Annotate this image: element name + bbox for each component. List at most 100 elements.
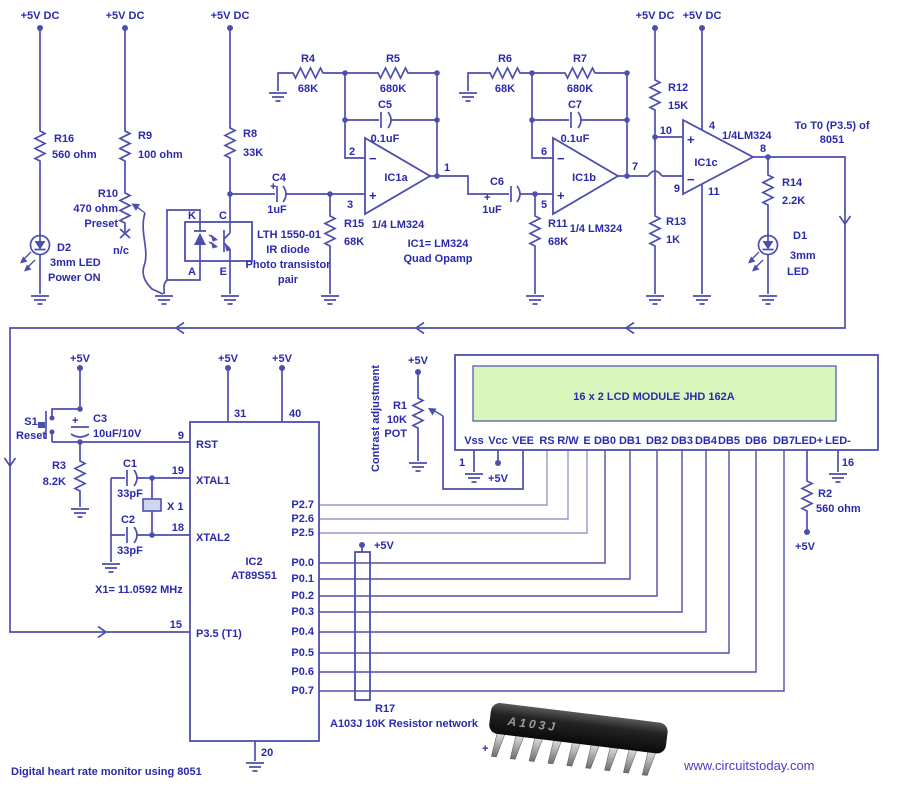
signal-arrow-left-2	[414, 321, 425, 335]
r14-ref: R14	[782, 177, 803, 189]
r10-note: Preset	[84, 218, 118, 230]
to-t0-line2: 8051	[820, 134, 844, 146]
c3-polarity: +	[72, 415, 78, 427]
mcu-port-p0-2: P0.2	[291, 590, 314, 602]
lcd-pin-db1: DB1	[619, 435, 641, 447]
supply-label: +5V	[272, 353, 293, 365]
ground-r6	[458, 92, 478, 102]
r15-value: 68K	[344, 236, 364, 248]
resistor-r4	[289, 67, 327, 79]
r8-ref: R8	[243, 128, 257, 140]
crystal-x1-icon	[142, 498, 162, 512]
resistor-r13	[649, 212, 661, 250]
r2-ref: R2	[818, 488, 832, 500]
r9-ref: R9	[138, 130, 152, 142]
ic1c-plus: +	[687, 132, 695, 147]
ic1a-ref: IC1a	[384, 172, 408, 184]
capacitor-c6	[510, 185, 521, 203]
x1-ref: X 1	[167, 501, 184, 513]
supply-label: +5V DC	[211, 10, 250, 22]
mcu-ic2-body	[189, 421, 320, 742]
nc-cross-icon	[119, 228, 131, 239]
opto-pin-c: C	[219, 210, 227, 222]
c6-polarity: +	[484, 192, 490, 204]
signal-arrow-left-1	[174, 321, 185, 335]
r1-ref: R1	[393, 400, 407, 412]
capacitor-c7	[570, 111, 582, 129]
d2-note: Power ON	[48, 272, 101, 284]
lcd-module-body	[454, 354, 879, 451]
supply-label: +5V	[374, 540, 395, 552]
mcu-port-p2-7: P2.7	[291, 499, 314, 511]
lcd-pin-db5: DB5	[718, 435, 740, 447]
ground-ic1c	[692, 295, 712, 305]
ic1c-pin-out: 8	[760, 143, 766, 155]
r15-ref: R15	[344, 218, 364, 230]
supply-label: +5V DC	[106, 10, 145, 22]
ic1a-pin-non: 3	[347, 199, 353, 211]
mcu-port-p0-4: P0.4	[291, 626, 315, 638]
ground-d2	[30, 295, 50, 305]
resistor-r1-pot	[412, 394, 424, 432]
mcu-port-p0-0: P0.0	[291, 557, 314, 569]
ground-r11	[525, 295, 545, 305]
photo-plus: +	[482, 743, 488, 755]
resistor-r3	[74, 457, 86, 495]
ground-lcd-vss	[464, 473, 484, 483]
r3-value: 8.2K	[43, 476, 66, 488]
resistor-r16	[34, 127, 46, 165]
signal-arrow-down-left-rail	[3, 457, 17, 468]
c5-ref: C5	[378, 99, 392, 111]
mcu-pin18: 18	[172, 522, 184, 534]
lcd-pin-db4: DB4	[695, 435, 718, 447]
lcd-pin-db3: DB3	[671, 435, 693, 447]
c6-value: 1uF	[482, 204, 502, 216]
r17-desc: A103J 10K Resistor network	[330, 718, 479, 730]
d1-size: 3mm	[790, 250, 816, 262]
ground-d1	[758, 295, 778, 305]
ic1b-pin-out: 7	[632, 161, 638, 173]
supply-label: +5V DC	[21, 10, 60, 22]
resistor-r6	[486, 67, 524, 79]
r4-ref: R4	[301, 53, 316, 65]
mcu-pin15: 15	[170, 619, 182, 631]
opto-line3: Photo transistor	[246, 259, 332, 271]
ground-r4	[268, 92, 288, 102]
contrast-note: Contrast adjustment	[370, 365, 382, 472]
resistor-r10-preset	[119, 189, 131, 227]
ic1a-plus: +	[369, 188, 377, 203]
r12-value: 15K	[668, 100, 688, 112]
mcu-port-p0-7: P0.7	[291, 685, 314, 697]
mcu-port-p0-1: P0.1	[291, 573, 314, 585]
r7-ref: R7	[573, 53, 587, 65]
c7-ref: C7	[568, 99, 582, 111]
r17-ref: R17	[375, 703, 395, 715]
c7-value: 0.1uF	[561, 133, 590, 145]
junction-dots	[37, 25, 810, 548]
ic1c-pin-inv: 9	[674, 183, 680, 195]
r10-nc: n/c	[113, 245, 129, 257]
photo-marking-label: A103J	[506, 714, 559, 734]
ground-opto-emitter	[220, 295, 240, 305]
ic1c-pin-gnd: 11	[708, 186, 720, 198]
mcu-pin9: 9	[178, 430, 184, 442]
opamp-ic1c-triangle	[682, 118, 755, 196]
r10-ref: R10	[98, 188, 118, 200]
lcd-screen	[472, 365, 837, 422]
ic1b-plus: +	[557, 188, 565, 203]
mcu-port-p2-6: P2.6	[291, 513, 314, 525]
mcu-xtal1: XTAL1	[196, 475, 230, 487]
d1-type: LED	[787, 266, 809, 278]
supply-label: +5V	[408, 355, 429, 367]
resistor-r11	[529, 212, 541, 250]
mcu-rst: RST	[196, 439, 218, 451]
resistor-network-r17-body	[354, 551, 371, 701]
r13-value: 1K	[666, 234, 680, 246]
opto-line2: IR diode	[266, 244, 309, 256]
mcu-port-p0-6: P0.6	[291, 666, 314, 678]
ic1b-quarter: 1/4 LM324	[570, 223, 623, 235]
opto-pin-a: A	[188, 266, 196, 278]
d2-size: 3mm LED	[50, 257, 101, 269]
opto-pin-e: E	[220, 266, 227, 278]
resistor-r2	[801, 477, 813, 515]
